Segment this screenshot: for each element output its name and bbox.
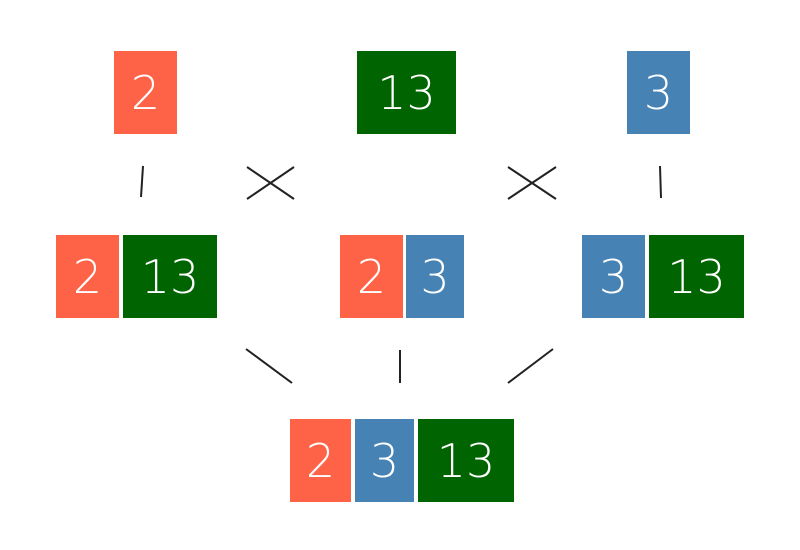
tile-13: 13 [123,235,217,318]
tile-3: 3 [406,235,464,318]
connector-line [140,165,144,198]
connector-line [507,166,557,200]
connector-line [507,348,554,384]
tile-3: 3 [355,419,414,502]
tile-2: 2 [56,235,119,318]
tile-2: 2 [114,51,177,134]
tile-13: 13 [357,51,456,134]
tile-13: 13 [418,419,514,502]
tile-2: 2 [290,419,351,502]
connector-line [659,165,662,199]
tile-2: 2 [340,235,403,318]
connector-line [245,348,293,384]
tile-3: 3 [627,51,690,134]
tile-3: 3 [582,235,645,318]
tile-13: 13 [649,235,744,318]
connector-line [246,166,295,200]
